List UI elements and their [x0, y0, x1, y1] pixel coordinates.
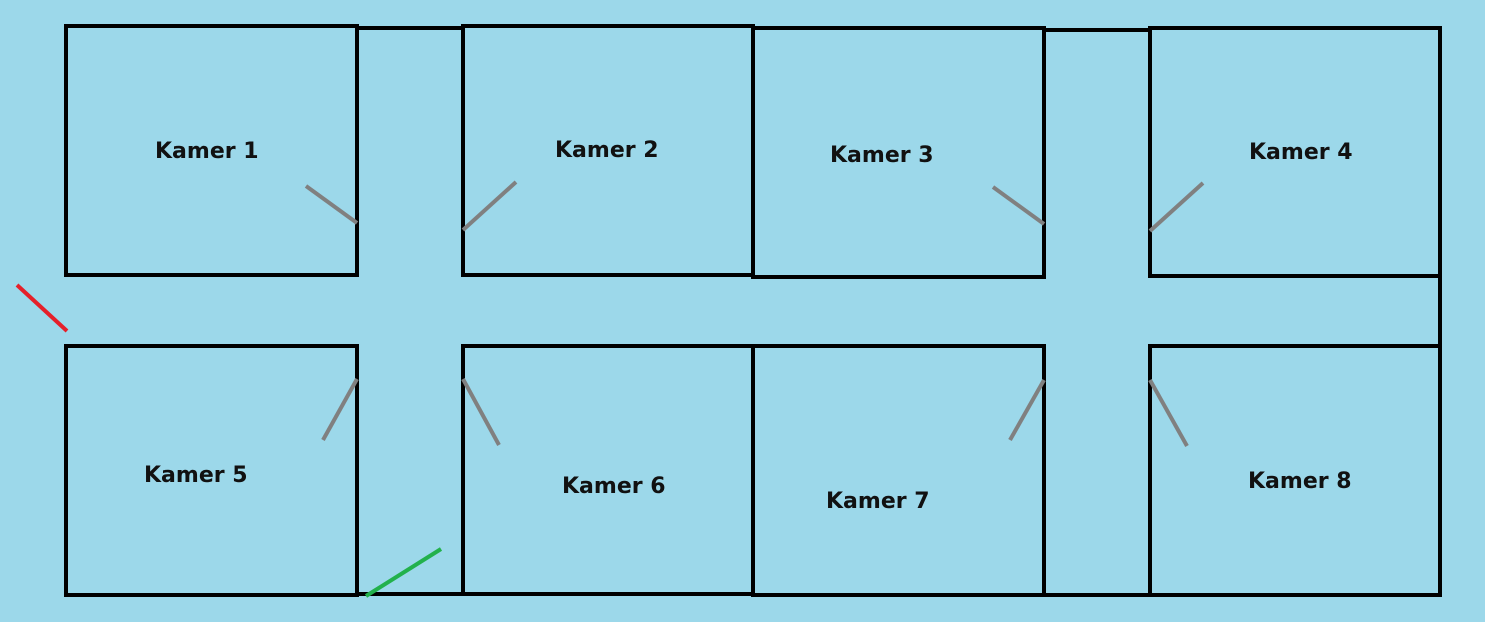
room-label-3: Kamer 3: [830, 143, 934, 168]
room-label-2: Kamer 2: [555, 138, 659, 163]
room-label-1: Kamer 1: [155, 139, 259, 164]
door-room-3[interactable]: [991, 185, 1046, 226]
walls: [64, 24, 1442, 597]
door-room-7[interactable]: [1008, 379, 1046, 441]
exit-doors: [15, 283, 443, 598]
exit-door-green[interactable]: [364, 547, 443, 598]
door-room-1[interactable]: [304, 184, 359, 225]
door-room-6[interactable]: [461, 378, 501, 446]
door-room-5[interactable]: [321, 378, 359, 441]
room-8-walls: [1148, 344, 1442, 597]
room-3-walls: [751, 26, 1046, 279]
room-label-6: Kamer 6: [562, 474, 666, 499]
room-label-8: Kamer 8: [1248, 469, 1352, 494]
room-label-7: Kamer 7: [826, 489, 930, 514]
room-6-walls: [461, 344, 755, 596]
room-doors: [304, 180, 1205, 447]
room-7-walls: [751, 344, 1046, 597]
door-room-4[interactable]: [1148, 181, 1205, 233]
room-labels: Kamer 1 Kamer 2 Kamer 3 Kamer 4 Kamer 5 …: [144, 138, 1353, 514]
exit-door-red[interactable]: [15, 283, 69, 333]
room-label-5: Kamer 5: [144, 463, 248, 488]
room-1-walls: [64, 24, 359, 277]
door-room-8[interactable]: [1148, 379, 1189, 447]
door-room-2[interactable]: [461, 180, 518, 232]
room-4-walls: [1148, 26, 1442, 278]
room-5-walls: [64, 344, 359, 597]
room-label-4: Kamer 4: [1249, 140, 1353, 165]
